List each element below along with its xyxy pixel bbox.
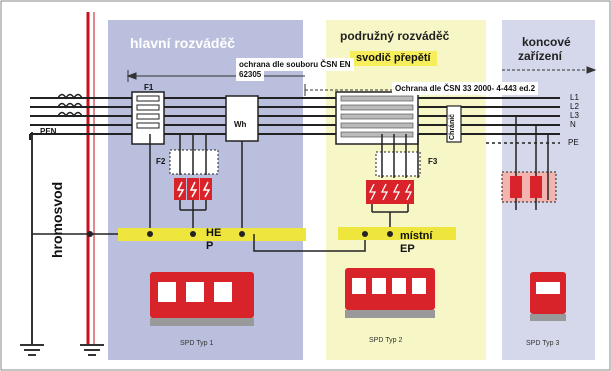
spd-type1-label: SPD Typ 1 [180, 340, 214, 347]
csn-443-note: Ochrana dle ČSN 33 2000- 4-443 ed.2 [392, 82, 539, 96]
sub-board-title: podružný rozváděč [340, 29, 450, 43]
earth-symbol [20, 132, 104, 356]
f2-box [169, 149, 219, 175]
line-l1: L1 [570, 93, 579, 102]
hep-label-2: P [206, 240, 214, 252]
local-ep-label-2: EP [400, 243, 415, 255]
pen-label: PEN [40, 127, 57, 136]
f3-fuses [381, 134, 419, 178]
svodic-label: svodič přepětí [350, 51, 437, 66]
line-l3: L3 [570, 111, 579, 120]
line-pe: PE [568, 138, 579, 147]
f2-fuses [179, 134, 207, 175]
hep-nodes [87, 231, 245, 237]
bus-lines [30, 97, 560, 135]
hromosvod-box [43, 160, 83, 265]
hromosvod-label: hromosvod [49, 181, 65, 258]
spd-type1-product [150, 272, 254, 326]
f3-label: F3 [428, 157, 438, 166]
chranic-label: Chránič [449, 113, 456, 140]
line-l2: L2 [570, 102, 579, 111]
spd-type3-product [530, 272, 566, 321]
earth-links [32, 233, 366, 252]
end-wiring [515, 116, 549, 210]
f3-box [375, 151, 421, 177]
f1-fuses [136, 95, 160, 129]
main-board-title: hlavní rozváděč [130, 35, 236, 51]
local-ep-bar [338, 227, 456, 240]
chranic-box [446, 105, 462, 143]
spd-type3-label: SPD Typ 3 [526, 340, 560, 347]
csn-note-2: 62305 [236, 68, 265, 82]
spd-type1-symbols [174, 178, 212, 200]
spd-type2-product [345, 268, 435, 318]
line-n: N [570, 120, 576, 129]
local-ep-label-1: místní [400, 230, 433, 242]
coils [57, 93, 83, 118]
bus-dashed [486, 97, 560, 144]
csn-note-1: ochrana dle souboru ČSN EN [236, 58, 354, 72]
spd-type2-label: SPD Typ 2 [369, 337, 403, 344]
f2-label: F2 [156, 157, 166, 166]
end-device-title-1: koncové [522, 35, 571, 49]
wh-label: Wh [234, 120, 247, 129]
wh-meter [225, 95, 259, 142]
f1-label: F1 [144, 83, 154, 92]
hep-bar [118, 228, 306, 241]
hep-label-1: HE [206, 227, 222, 239]
end-device-title-2: zařízení [518, 49, 563, 63]
